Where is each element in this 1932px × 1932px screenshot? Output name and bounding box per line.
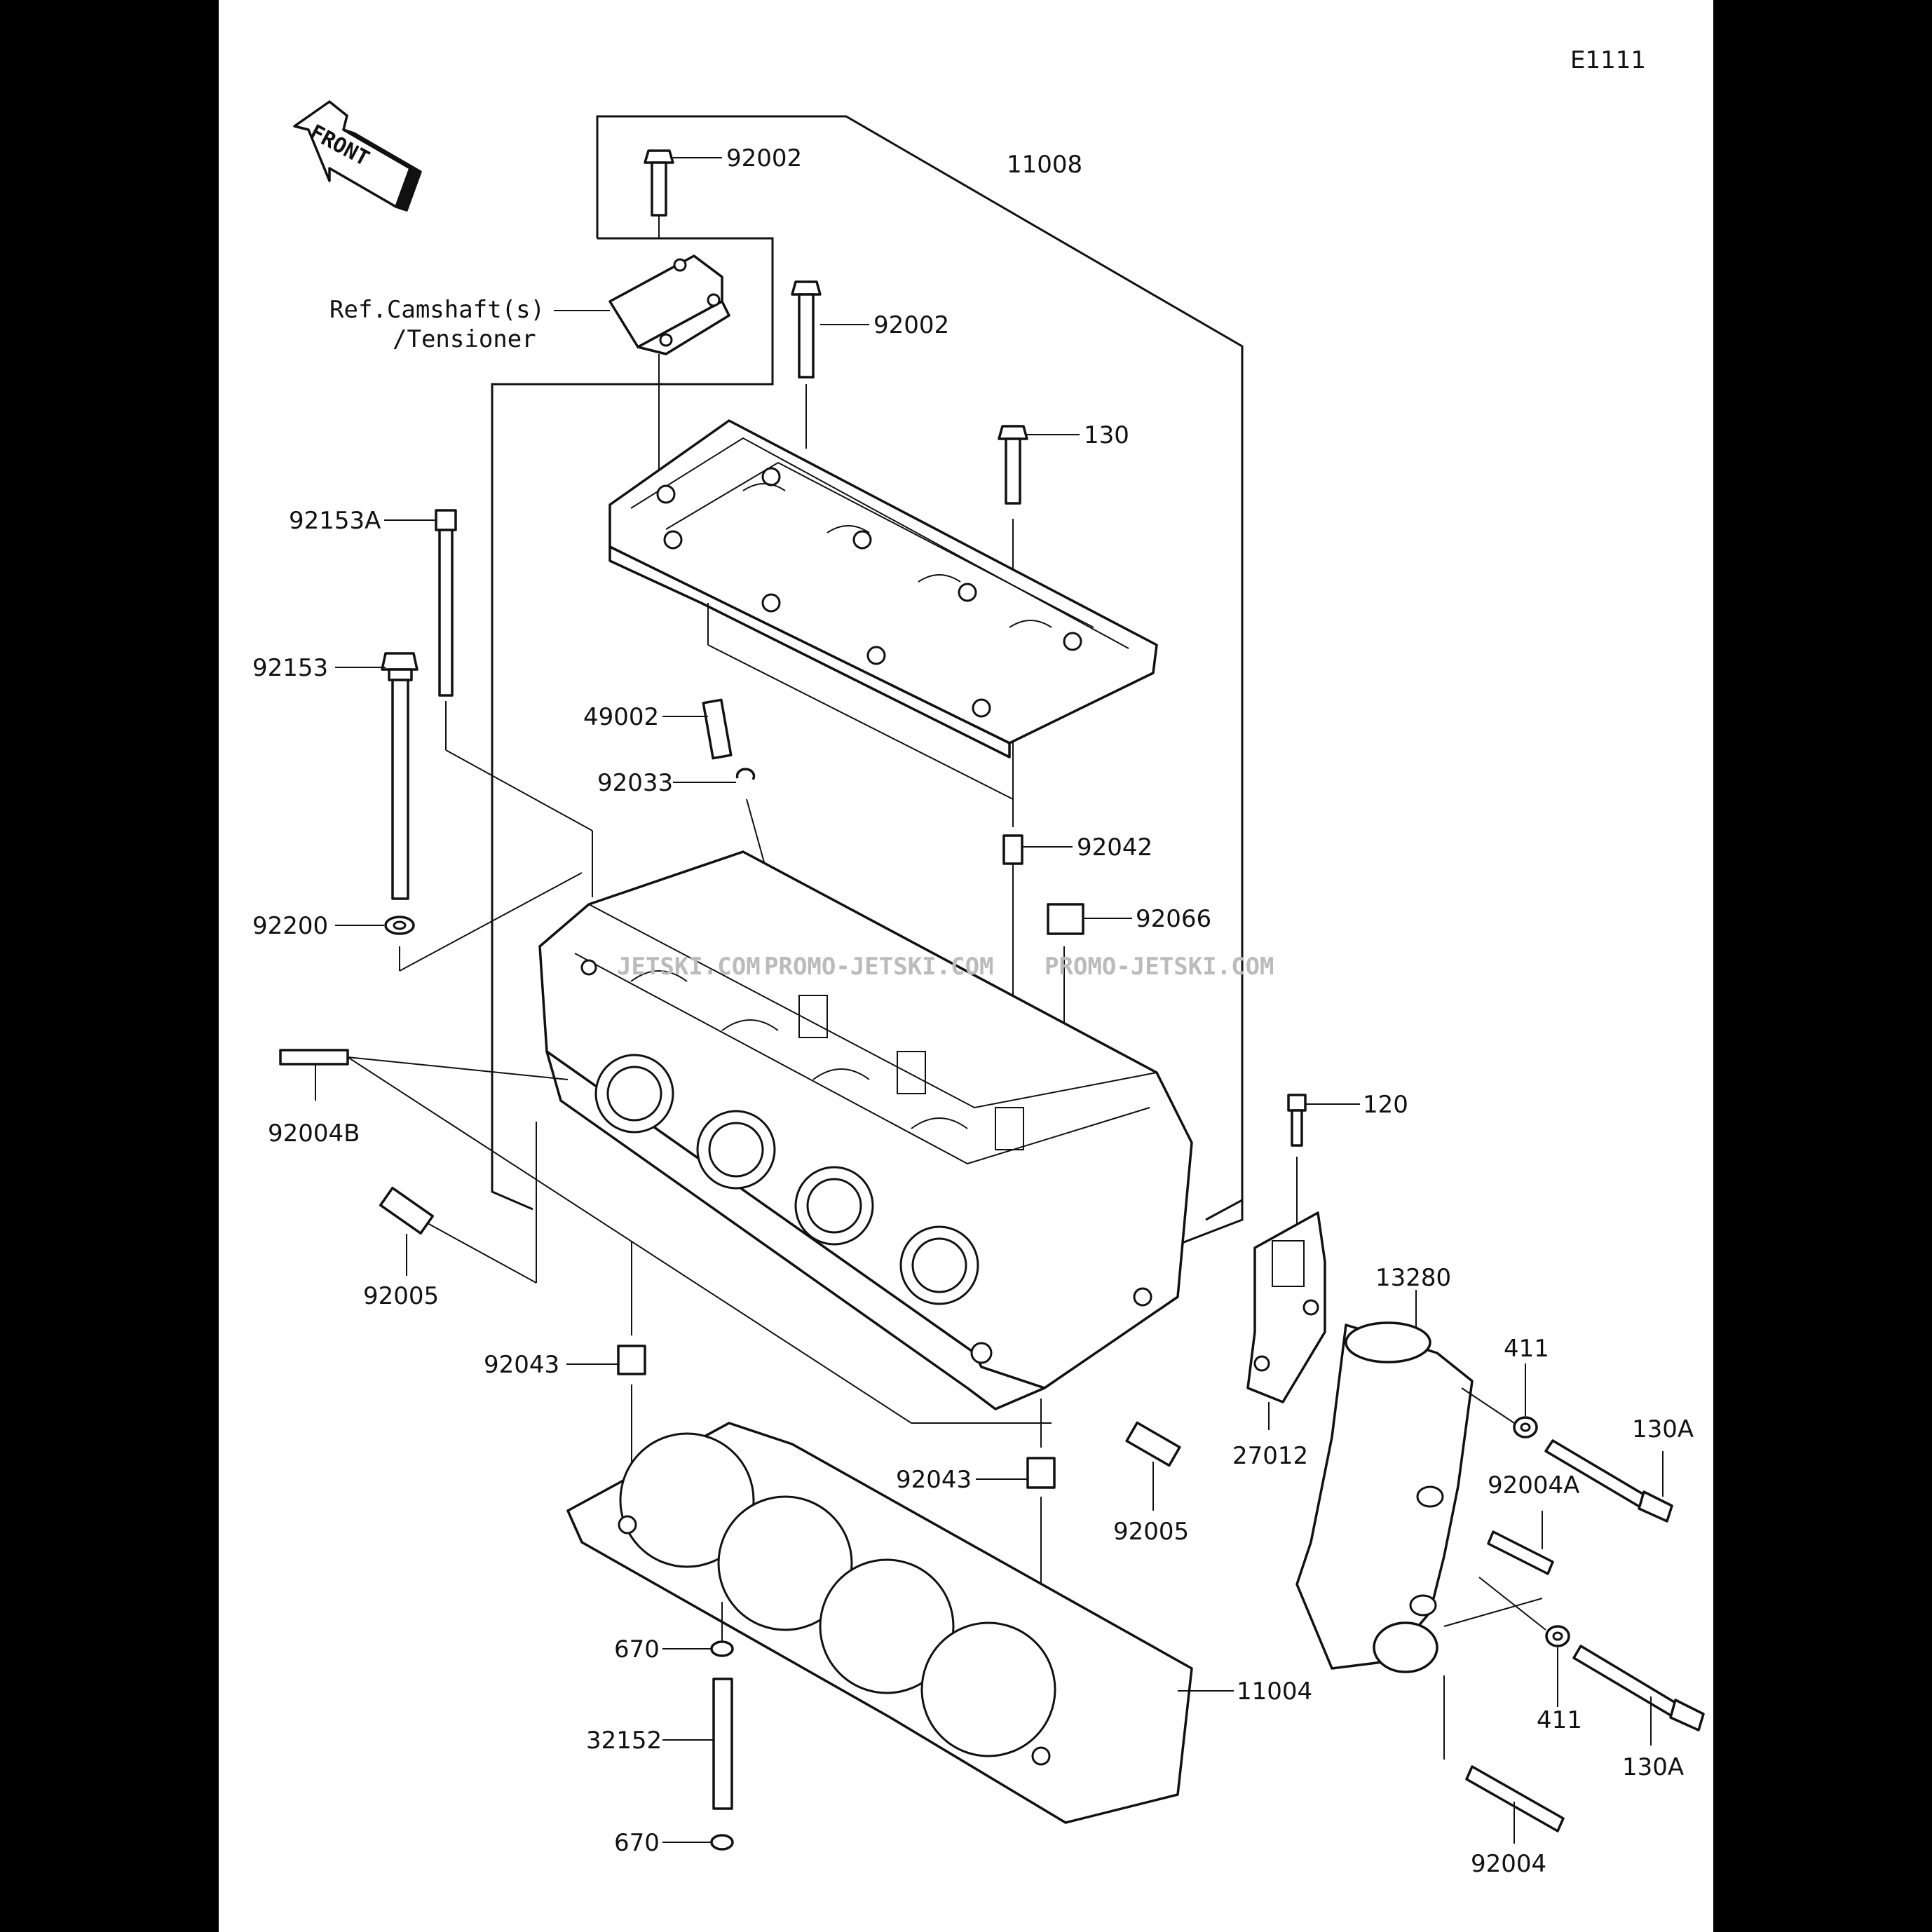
label-92153: 92153 — [252, 654, 328, 682]
watermark-1: JETSKI.COM — [617, 953, 761, 981]
pipe-32152 — [662, 1678, 733, 1810]
watermark-3: PROMO-JETSKI.COM — [1045, 953, 1274, 981]
camshaft-holder — [608, 419, 1158, 800]
label-120: 120 — [1363, 1091, 1408, 1119]
bolt-120 — [1287, 1094, 1360, 1241]
label-13280: 13280 — [1375, 1264, 1451, 1292]
fitting-92005-left — [379, 1122, 537, 1284]
part-49002 — [662, 698, 733, 760]
bolt-130a-top — [1544, 1439, 1673, 1523]
fitting-92005-right — [1125, 1421, 1181, 1511]
bracket-13280 — [1295, 1290, 1474, 1673]
label-670-bottom: 670 — [614, 1829, 660, 1857]
label-130a-bottom: 130A — [1622, 1753, 1684, 1781]
label-411-top: 411 — [1504, 1335, 1549, 1363]
stud-92004b — [279, 1049, 1052, 1424]
ref-note-line2: /Tensioner — [393, 325, 536, 353]
label-130: 130 — [1084, 421, 1129, 449]
oring-670-bottom — [662, 1834, 734, 1851]
label-92043-left: 92043 — [484, 1351, 559, 1379]
label-92002-second: 92002 — [873, 311, 949, 339]
grommet-92066 — [1047, 903, 1132, 1192]
label-92200: 92200 — [252, 912, 328, 940]
label-92153a: 92153A — [289, 507, 381, 535]
bolt-92153 — [335, 652, 419, 900]
front-arrow-icon: FRONT — [293, 100, 422, 212]
stud-92004 — [1443, 1675, 1565, 1844]
bolt-92153a — [384, 509, 593, 897]
label-32152: 32152 — [586, 1727, 662, 1755]
label-130a-top: 130A — [1632, 1415, 1694, 1443]
label-92004a: 92004A — [1488, 1471, 1579, 1499]
label-11008: 11008 — [1007, 151, 1082, 179]
bolt-130a-bottom — [1572, 1645, 1705, 1746]
head-gasket-11004 — [566, 1422, 1234, 1824]
watermark-2: PROMO-JETSKI.COM — [764, 953, 994, 981]
gasket-27012 — [1246, 1211, 1326, 1430]
label-92004b: 92004B — [268, 1120, 360, 1148]
label-92002-top: 92002 — [726, 144, 802, 172]
label-92005-right: 92005 — [1113, 1518, 1189, 1546]
label-11004: 11004 — [1237, 1678, 1312, 1706]
bolt-92002-second — [791, 280, 869, 449]
label-92043-right: 92043 — [896, 1466, 972, 1494]
washer-411-top — [1461, 1363, 1538, 1438]
bolt-92002-top — [644, 149, 722, 238]
label-92033: 92033 — [597, 769, 673, 797]
label-92005-left: 92005 — [363, 1282, 439, 1310]
label-92066: 92066 — [1136, 905, 1211, 933]
label-92042: 92042 — [1077, 834, 1152, 862]
ref-note-line1: Ref.Camshaft(s) — [329, 296, 545, 324]
label-92004: 92004 — [1471, 1850, 1546, 1878]
callout-labels: 92002 11008 92002 130 92153A 92153 49002… — [252, 144, 1694, 1878]
camshaft-cap-ref — [554, 254, 730, 484]
cylinder-head — [538, 850, 1193, 1410]
label-411-bottom: 411 — [1537, 1706, 1582, 1734]
label-49002: 49002 — [583, 703, 659, 731]
oring-670-top — [662, 1602, 734, 1657]
diagram-code: E1111 — [1570, 46, 1646, 74]
label-27012: 27012 — [1232, 1442, 1308, 1470]
stud-92004a — [1487, 1511, 1554, 1575]
label-670-top: 670 — [614, 1635, 660, 1664]
washer-411-bottom — [1443, 1577, 1570, 1707]
washer-92200 — [335, 872, 583, 972]
